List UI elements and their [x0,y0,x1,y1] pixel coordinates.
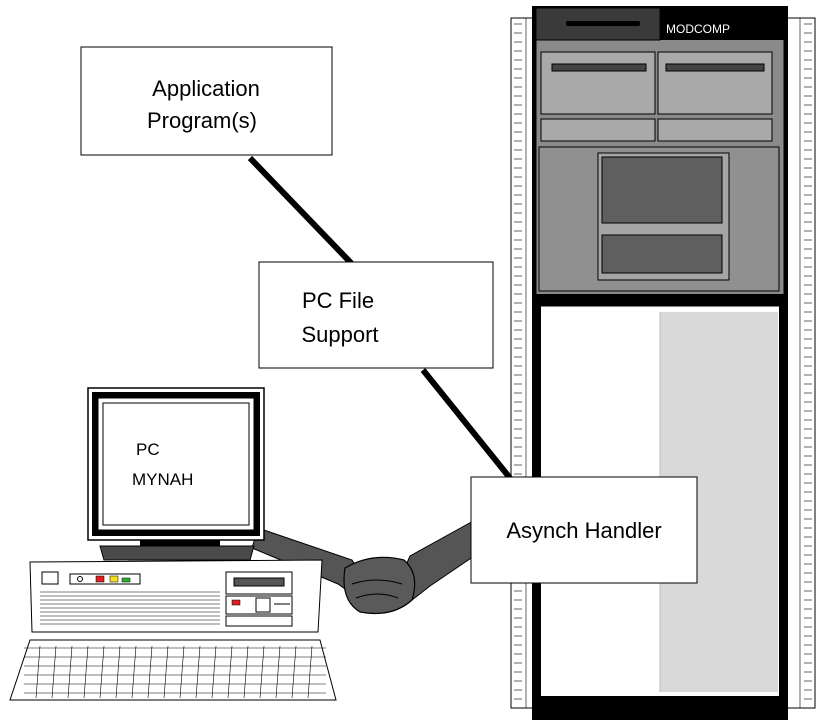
connector-filesupport-to-asynch [420,368,513,480]
file-support-box-line1: PC File [302,288,374,313]
application-box-line2: Program(s) [147,108,257,133]
pc-system-unit [29,559,323,633]
pc-monitor: PC MYNAH [87,387,265,561]
asynch-handler-box: Asynch Handler [470,476,698,584]
file-support-box-line2: Support [301,322,378,347]
cabinet-brand-label: MODCOMP [666,22,730,36]
pc-screen-line1: PC [136,440,160,459]
pc-file-support-box: PC File Support [258,261,494,369]
cabinet-right-rail [784,17,816,709]
connector-app-to-filesupport [247,155,355,267]
application-program-box: Application Program(s) [80,46,333,156]
asynch-box-label: Asynch Handler [506,518,661,543]
pc-screen-line2: MYNAH [132,470,193,489]
modcomp-cabinet: MODCOMP [510,6,816,720]
pc-keyboard [9,639,337,701]
connector-lines [247,155,513,480]
application-box-line1: Application [152,76,260,101]
pc-workstation: PC MYNAH [9,387,337,701]
